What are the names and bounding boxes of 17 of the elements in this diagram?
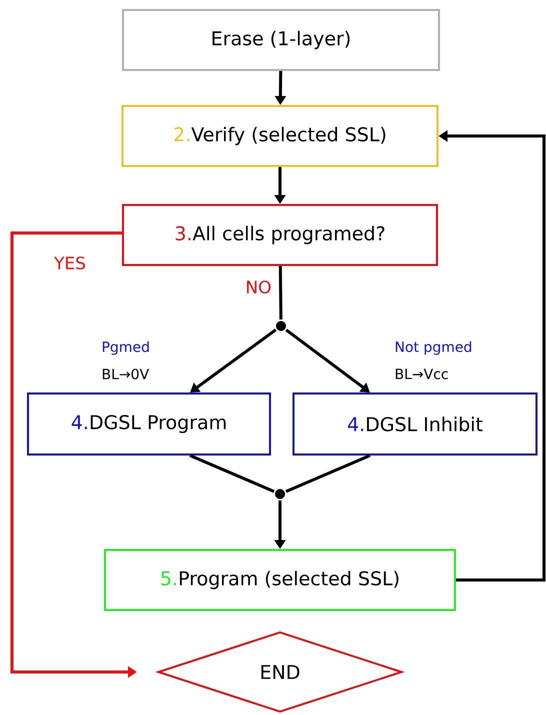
connector-line [278, 266, 282, 320]
annotation-label: BL→Vcc [396, 368, 448, 380]
annotation-label: BL→0V [102, 368, 149, 380]
connector-line [285, 454, 371, 493]
process-box: 2.Verify (selected SSL) [122, 105, 438, 167]
process-box: 5. Program (selected SSL) [104, 549, 456, 611]
annotation-label: Pgmed [102, 341, 149, 355]
process-box: 4. DGSL Inhibit [292, 392, 538, 456]
process-box: 4. DGSL Program [27, 392, 271, 456]
process-box: Erase (1-layer) [122, 9, 440, 71]
junction-dot [275, 489, 285, 499]
process-box: 3.All cells programed? [122, 204, 438, 266]
edge-label: NO [244, 280, 272, 294]
junction-dot [276, 321, 286, 331]
edge-label: YES [53, 256, 87, 270]
annotation-label: Not pgmed [396, 341, 472, 355]
connector-line [189, 454, 275, 493]
